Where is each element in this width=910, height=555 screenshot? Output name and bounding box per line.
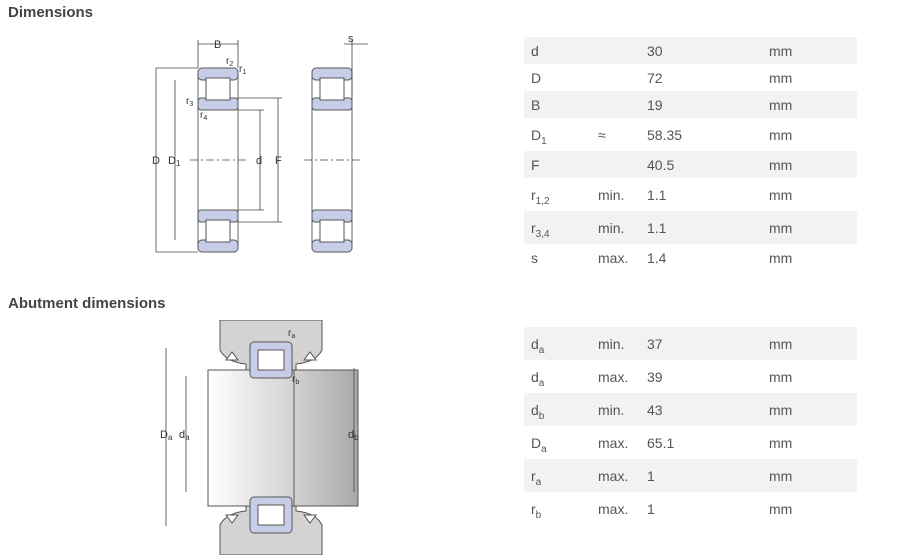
value-cell: 43 [640, 393, 762, 426]
value-cell: 65.1 [647, 434, 675, 451]
unit-cell: mm [769, 434, 793, 451]
value-cell: 1.1 [647, 186, 667, 203]
label-r2: r2 [226, 56, 233, 68]
label-r4: r4 [200, 110, 207, 122]
qualifier-cell [591, 64, 640, 91]
unit-cell: mm [762, 151, 857, 178]
symbol-cell: r1,2 [531, 186, 550, 207]
label-Da: Da [160, 429, 173, 442]
table-row: Da max. 65.1 mm [524, 426, 857, 459]
value-cell: 19 [640, 91, 762, 118]
table-row: rb max. 1 mm [524, 492, 857, 525]
label-da: da [179, 429, 190, 442]
symbol-cell: D1 [531, 126, 547, 147]
unit-cell: mm [769, 186, 793, 203]
qualifier-cell: max. [598, 434, 629, 451]
value-cell: 37 [640, 327, 762, 360]
symbol-cell: da [531, 368, 545, 389]
qualifier-cell: min. [591, 327, 640, 360]
value-cell: 30 [640, 37, 762, 64]
label-ra: ra [288, 328, 295, 340]
qualifier-cell: min. [591, 393, 640, 426]
symbol-cell: D [531, 69, 542, 86]
qualifier-cell [591, 91, 640, 118]
value-cell: 1.4 [647, 249, 667, 266]
label-rb: rb [292, 374, 299, 386]
unit-cell: mm [762, 37, 857, 64]
symbol-cell: d [524, 37, 591, 64]
label-F: F [275, 155, 282, 167]
dimensions-title: Dimensions [8, 4, 94, 21]
qualifier-cell: max. [591, 459, 640, 492]
label-D1: D1 [168, 155, 181, 168]
label-r3: r3 [186, 96, 193, 108]
bearing-dimension-drawing: B r2 r1 r3 r4 D D1 d F s [152, 33, 368, 253]
value-cell: 40.5 [640, 151, 762, 178]
unit-cell: mm [762, 327, 857, 360]
qualifier-cell: min. [598, 186, 625, 203]
label-d: d [256, 155, 262, 167]
symbol-cell: F [524, 151, 591, 178]
table-row: r1,2 min. 1.1 mm [524, 178, 857, 211]
symbol-cell: B [524, 91, 591, 118]
unit-cell: mm [762, 459, 857, 492]
unit-cell: mm [762, 393, 857, 426]
value-cell: 39 [647, 368, 663, 385]
label-D: D [152, 155, 160, 167]
unit-cell: mm [769, 368, 793, 385]
unit-cell: mm [769, 249, 793, 266]
qualifier-cell: max. [598, 249, 629, 266]
qualifier-cell [591, 151, 640, 178]
qualifier-cell: ≈ [598, 126, 606, 143]
value-cell: 58.35 [647, 126, 683, 143]
table-row: D1 ≈58.35 mm [524, 118, 857, 151]
symbol-cell: da [524, 327, 591, 360]
qualifier-cell: max. [598, 500, 629, 517]
abutment-dimensions-title: Abutment dimensions [8, 295, 166, 312]
table-row: s max. 1.4 mm [524, 244, 857, 271]
symbol-cell: r3,4 [524, 211, 591, 244]
label-db: db [348, 429, 359, 442]
qualifier-cell [591, 37, 640, 64]
unit-cell: mm [769, 500, 793, 517]
value-cell: 1 [647, 500, 655, 517]
qualifier-cell: max. [598, 368, 629, 385]
label-r1: r1 [239, 64, 246, 76]
abutment-drawing: Da da db ra rb [160, 320, 359, 555]
label-s: s [348, 33, 354, 45]
label-B: B [214, 39, 221, 51]
symbol-cell: s [531, 249, 538, 266]
table-row: da max. 39 mm [524, 360, 857, 393]
value-cell: 1.1 [640, 211, 762, 244]
symbol-cell: Da [531, 434, 547, 455]
unit-cell: mm [762, 211, 857, 244]
table-row: D 72 mm [524, 64, 857, 91]
unit-cell: mm [769, 69, 793, 86]
value-cell: 72 [647, 69, 663, 86]
symbol-cell: db [524, 393, 591, 426]
value-cell: 1 [640, 459, 762, 492]
symbol-cell: rb [531, 500, 542, 521]
unit-cell: mm [769, 126, 793, 143]
symbol-cell: ra [524, 459, 591, 492]
unit-cell: mm [762, 91, 857, 118]
qualifier-cell: min. [591, 211, 640, 244]
